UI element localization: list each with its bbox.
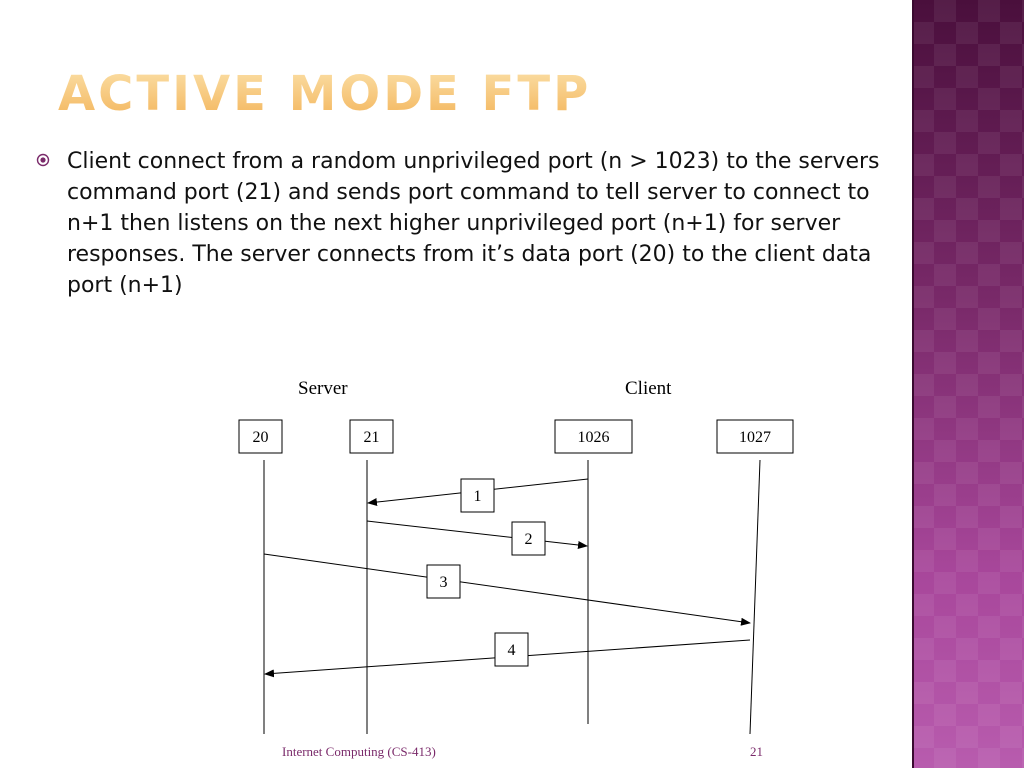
step-box-4: 4 <box>494 632 529 667</box>
step-box-1: 1 <box>460 478 495 513</box>
port-label: 1026 <box>578 429 610 446</box>
client-label: Client <box>625 378 672 399</box>
port-box-21: 21 <box>349 419 394 454</box>
port-label: 20 <box>253 429 269 446</box>
footer-course-name: Internet Computing (CS-413) <box>282 744 436 759</box>
port-box-1027: 1027 <box>716 419 794 454</box>
step-label: 4 <box>508 642 516 659</box>
message-arrow-2 <box>366 520 588 549</box>
sidebar-pattern <box>912 0 1024 768</box>
bullet-text: Client connect from a random unprivilege… <box>67 149 880 298</box>
message-arrow-3 <box>263 553 751 626</box>
lifeline-1027 <box>749 459 761 735</box>
server-label: Server <box>298 378 348 399</box>
slide-title: Active Mode FTP <box>58 66 592 122</box>
port-box-20: 20 <box>238 419 283 454</box>
step-box-3: 3 <box>426 564 461 599</box>
port-label: 21 <box>364 429 380 446</box>
decorative-sidebar <box>912 0 1024 768</box>
step-label: 1 <box>474 488 482 505</box>
circle-bullet-icon <box>36 153 50 167</box>
step-label: 2 <box>525 531 533 548</box>
footer-page-number: 21 <box>750 744 763 759</box>
port-box-1026: 1026 <box>554 419 633 454</box>
step-label: 3 <box>440 574 448 591</box>
sidebar-edge <box>912 0 914 768</box>
port-label: 1027 <box>739 429 771 446</box>
step-box-2: 2 <box>511 521 546 556</box>
